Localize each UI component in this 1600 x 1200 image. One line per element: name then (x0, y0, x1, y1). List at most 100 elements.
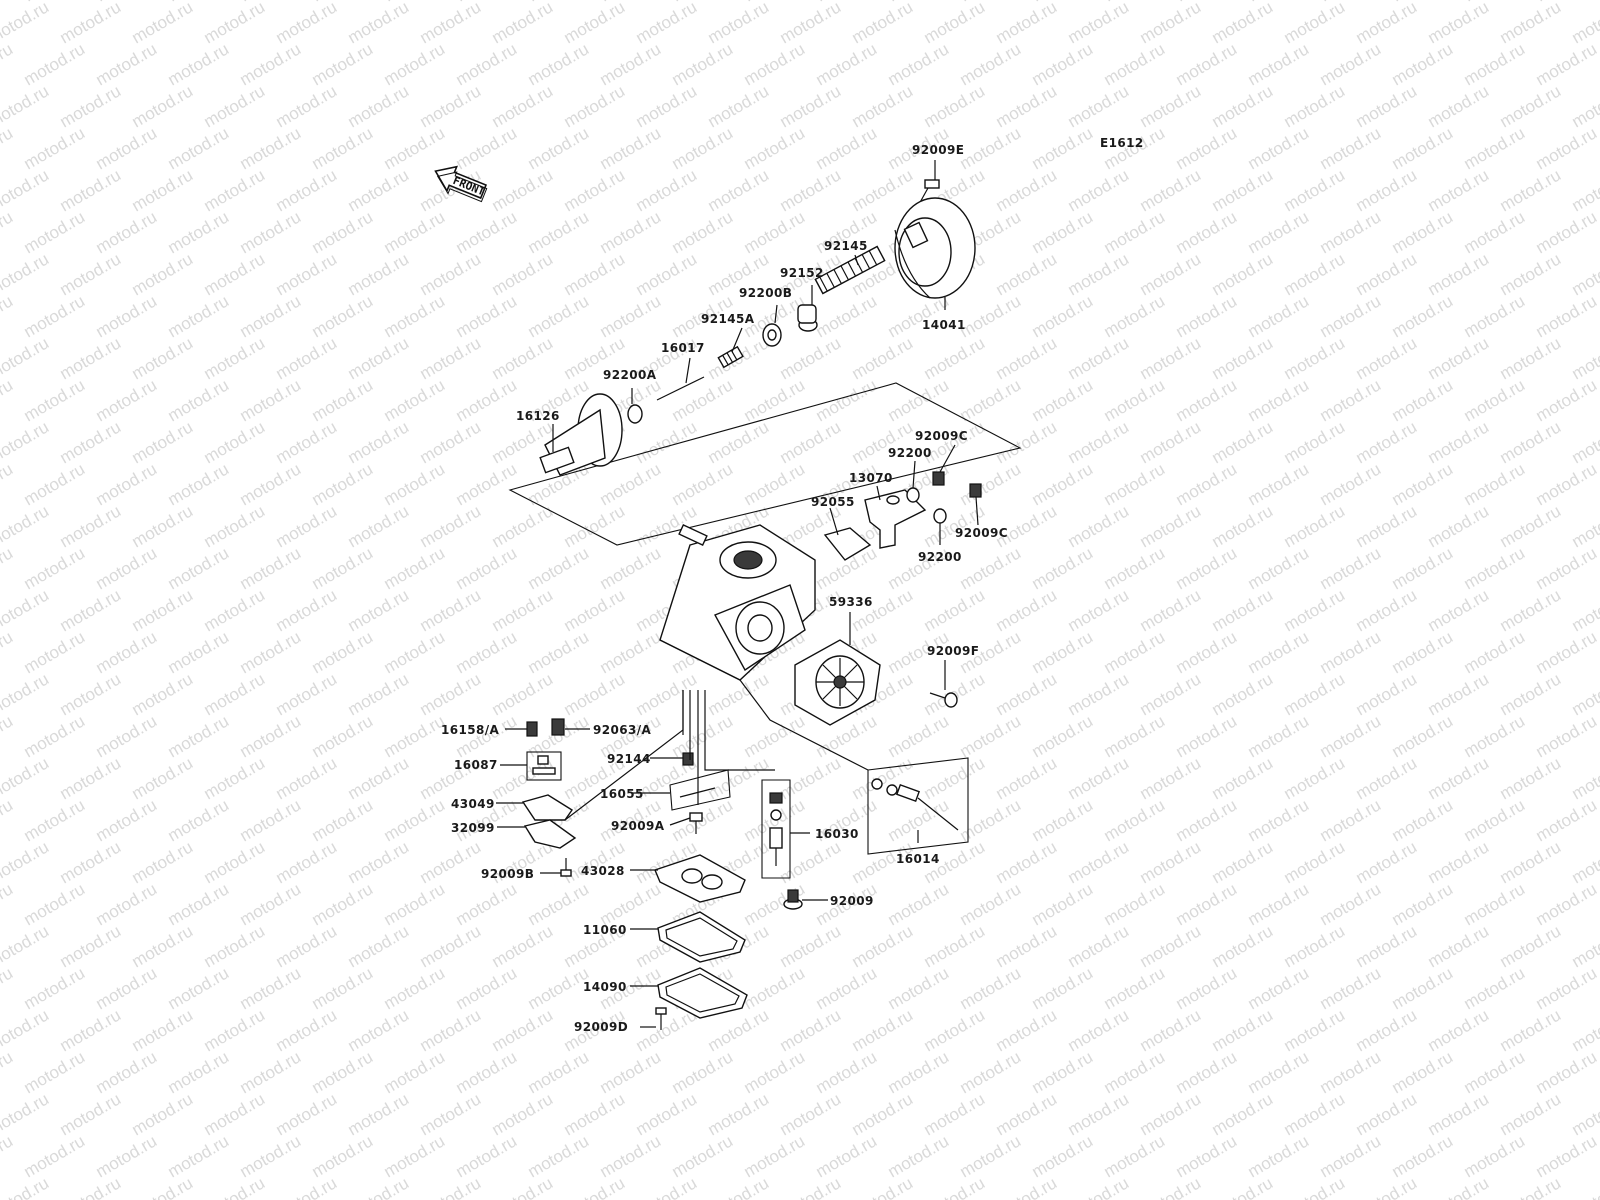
watermark-text: motod.ru (0, 333, 52, 383)
watermark-text: motod.ru (1245, 543, 1313, 593)
watermark-text: motod.ru (0, 627, 16, 677)
watermark-text: motod.ru (129, 837, 197, 887)
screw-92009C-lower-icon (969, 483, 982, 498)
watermark-text: motod.ru (417, 669, 485, 719)
watermark-text: motod.ru (741, 1047, 809, 1097)
watermark-text: motod.ru (813, 291, 881, 341)
watermark-text: motod.ru (273, 0, 341, 47)
watermark-text: motod.ru (957, 879, 1025, 929)
watermark-text: motod.ru (777, 1173, 845, 1200)
lever-frame-16055 (669, 769, 731, 811)
watermark-text: motod.ru (1137, 501, 1205, 551)
watermark-text: motod.ru (561, 0, 629, 47)
watermark-text: motod.ru (1173, 879, 1241, 929)
watermark-text: motod.ru (849, 1005, 917, 1055)
watermark-text: motod.ru (0, 39, 16, 89)
watermark-text: motod.ru (1317, 1047, 1385, 1097)
watermark-text: motod.ru (1173, 39, 1241, 89)
watermark-text: motod.ru (1065, 753, 1133, 803)
watermark-text: motod.ru (273, 1089, 341, 1139)
watermark-text: motod.ru (1425, 501, 1493, 551)
watermark-text: motod.ru (1245, 207, 1313, 257)
watermark-text: motod.ru (381, 207, 449, 257)
watermark-text: motod.ru (1281, 333, 1349, 383)
watermark-text: motod.ru (1137, 837, 1205, 887)
watermark-text: motod.ru (165, 879, 233, 929)
watermark-text: motod.ru (1065, 1005, 1133, 1055)
watermark-text: motod.ru (993, 333, 1061, 383)
watermark-text: motod.ru (1497, 165, 1565, 215)
watermark-text: motod.ru (273, 1005, 341, 1055)
watermark-text: motod.ru (1209, 417, 1277, 467)
watermark-text: motod.ru (0, 417, 52, 467)
watermark-text: motod.ru (0, 501, 52, 551)
watermark-text: motod.ru (57, 837, 125, 887)
label-92200-lower: 92200 (918, 550, 962, 564)
watermark-text: motod.ru (129, 1173, 197, 1200)
watermark-text: motod.ru (849, 81, 917, 131)
watermark-text: motod.ru (1425, 669, 1493, 719)
watermark-text: motod.ru (813, 1131, 881, 1181)
watermark-text: motod.ru (1353, 165, 1421, 215)
watermark-text: motod.ru (21, 1047, 89, 1097)
watermark-text: motod.ru (21, 291, 89, 341)
watermark-text: motod.ru (1425, 837, 1493, 887)
watermark-text: motod.ru (273, 585, 341, 635)
label-14041: 14041 (922, 318, 966, 332)
watermark-text: motod.ru (129, 921, 197, 971)
watermark-text: motod.ru (849, 1173, 917, 1200)
label-92145: 92145 (824, 239, 868, 253)
watermark-text: motod.ru (93, 963, 161, 1013)
watermark-text: motod.ru (993, 1173, 1061, 1200)
watermark-text: motod.ru (1425, 921, 1493, 971)
watermark-text: motod.ru (669, 1131, 737, 1181)
watermark-text: motod.ru (1101, 1131, 1169, 1181)
watermark-text: motod.ru (129, 417, 197, 467)
watermark-text: motod.ru (957, 795, 1025, 845)
watermark-text: motod.ru (129, 753, 197, 803)
watermark-text: motod.ru (453, 627, 521, 677)
watermark-text: motod.ru (1173, 207, 1241, 257)
watermark-text: motod.ru (0, 0, 16, 5)
watermark-text: motod.ru (21, 879, 89, 929)
watermark-text: motod.ru (201, 1173, 269, 1200)
watermark-text: motod.ru (777, 417, 845, 467)
watermark-text: motod.ru (1173, 711, 1241, 761)
spring-92144-icon (682, 752, 694, 766)
watermark-text: motod.ru (1137, 249, 1205, 299)
watermark-text: motod.ru (381, 459, 449, 509)
watermark-text: motod.ru (1245, 1047, 1313, 1097)
label-16017: 16017 (661, 341, 705, 355)
watermark-text: motod.ru (21, 795, 89, 845)
watermark-text: motod.ru (813, 1047, 881, 1097)
watermark-text: motod.ru (1425, 753, 1493, 803)
watermark-text: motod.ru (597, 1131, 665, 1181)
watermark-text: motod.ru (1389, 627, 1457, 677)
screw-92009F-icon (929, 692, 958, 708)
watermark-text: motod.ru (1137, 1089, 1205, 1139)
watermark-text: motod.ru (309, 711, 377, 761)
watermark-text: motod.ru (273, 333, 341, 383)
watermark-text: motod.ru (1497, 753, 1565, 803)
label-92009C-upper: 92009C (915, 429, 968, 443)
watermark-text: motod.ru (741, 963, 809, 1013)
watermark-text: motod.ru (1173, 963, 1241, 1013)
watermark-text: motod.ru (273, 669, 341, 719)
label-92200-upper: 92200 (888, 446, 932, 460)
watermark-text: motod.ru (1065, 669, 1133, 719)
watermark-text: motod.ru (1317, 375, 1385, 425)
watermark-text: motod.ru (21, 375, 89, 425)
watermark-text: motod.ru (1173, 375, 1241, 425)
diaphragm-43028-icon (654, 854, 746, 903)
watermark-text: motod.ru (1137, 165, 1205, 215)
label-13070: 13070 (849, 471, 893, 485)
label-16055: 16055 (600, 787, 644, 801)
watermark-text: motod.ru (1029, 711, 1097, 761)
watermark-text: motod.ru (417, 585, 485, 635)
watermark-text: motod.ru (237, 543, 305, 593)
watermark-text: motod.ru (1245, 1131, 1313, 1181)
watermark-text: motod.ru (597, 627, 665, 677)
watermark-text: motod.ru (1497, 417, 1565, 467)
watermark-text: motod.ru (1173, 459, 1241, 509)
watermark-text: motod.ru (309, 207, 377, 257)
